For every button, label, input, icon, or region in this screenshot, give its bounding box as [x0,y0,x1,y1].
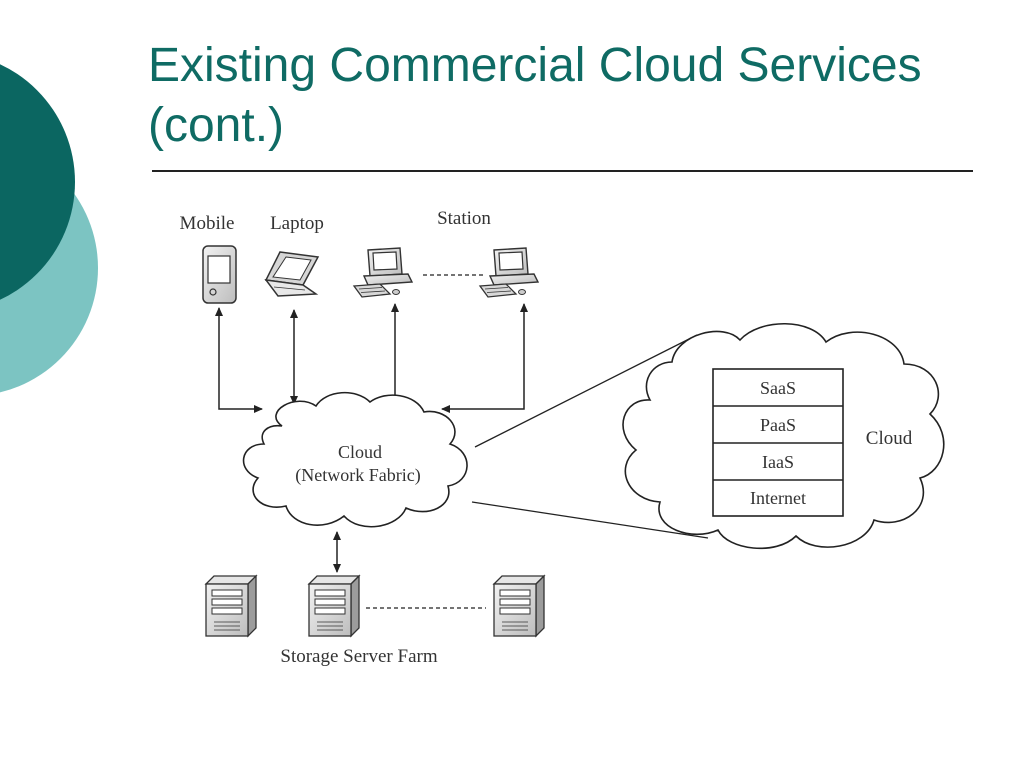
layer-iaas: IaaS [762,452,794,472]
desktop-station-icon-2 [479,247,539,298]
zoom-line-bottom [471,501,709,539]
zoom-cloud-label: Cloud [866,428,913,449]
cloud-layer-stack: SaaS PaaS IaaS Internet [712,368,844,517]
slide-title: Existing Commercial Cloud Services (cont… [148,39,922,152]
laptop-label: Laptop [270,213,324,234]
server-icon [205,575,257,637]
layer-paas: PaaS [760,415,796,435]
mobile-icon [202,245,237,304]
decor-dark-circle [0,64,75,300]
zoom-line-top [474,334,698,448]
server-icon-3 [493,575,545,637]
layer-saas: SaaS [760,378,796,398]
server-icon-2 [308,575,360,637]
network-cloud-shape [242,391,468,528]
laptop-icon [264,251,320,297]
mobile-cloud-arrow [215,307,263,413]
layer-internet: Internet [750,488,806,508]
mobile-label: Mobile [180,213,235,234]
desktop-station-icon [353,247,413,298]
network-cloud-label: Cloud [338,442,382,462]
network-cloud-sublabel: (Network Fabric) [295,465,420,486]
station2-cloud-arrow [441,303,528,413]
storage-server-farm-label: Storage Server Farm [280,646,437,667]
station-label: Station [437,208,491,229]
